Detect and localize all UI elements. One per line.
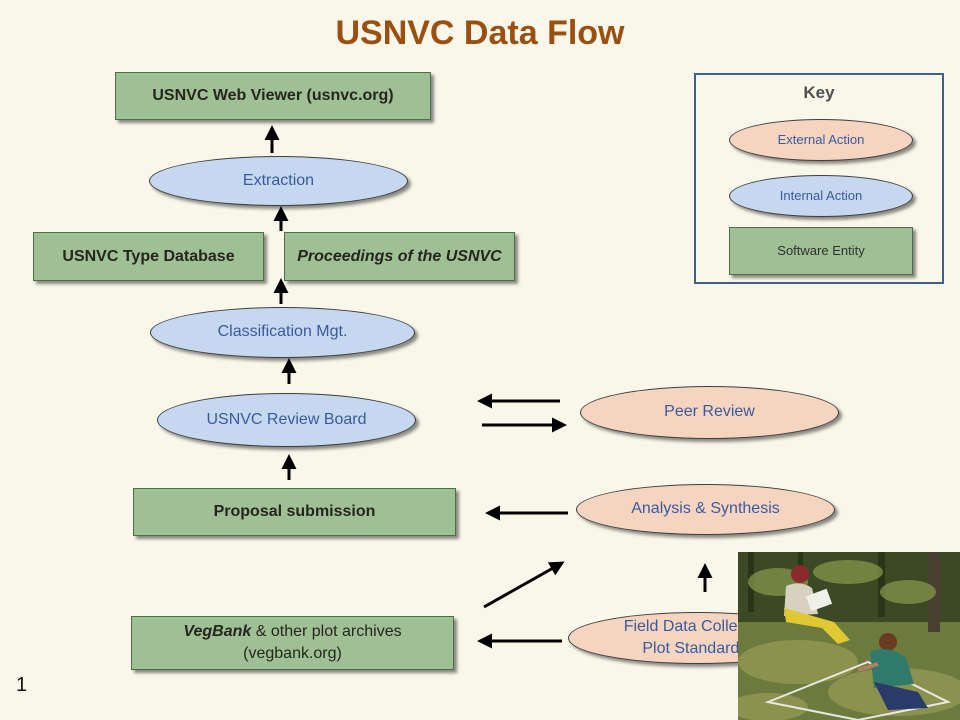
proceedings-box: Proceedings of the USNVC	[284, 232, 515, 281]
peer-review-label: Peer Review	[664, 403, 755, 421]
page-number: 1	[16, 674, 28, 696]
extraction-label: Extraction	[242, 171, 315, 189]
vegbank-name: VegBank	[183, 623, 252, 641]
usnvc-type-database-box: USNVC Type Database	[33, 232, 264, 281]
field-data-line2: Plot Standards)	[642, 640, 753, 657]
key-title: Key	[803, 83, 835, 102]
vegbank-rest: & other plot archives	[255, 623, 402, 641]
key-internal-label: Internal Action	[779, 187, 863, 203]
vegbank-url: (vegbank.org)	[243, 645, 342, 662]
peer-review-oval: Peer Review	[580, 386, 839, 439]
field-photo-image	[738, 552, 960, 720]
analysis-synthesis-oval: Analysis & Synthesis	[576, 484, 835, 535]
page-title: USNVC Data Flow	[335, 14, 625, 52]
review-board-oval: USNVC Review Board	[157, 393, 416, 447]
vegbank-box: VegBank & other plot archives (vegbank.o…	[131, 616, 454, 670]
usnvc-web-viewer-box: USNVC Web Viewer (usnvc.org)	[115, 72, 431, 120]
proposal-submission-box: Proposal submission	[133, 488, 456, 536]
usnvc-type-database-label: USNVC Type Database	[62, 247, 235, 265]
key-software-label: Software Entity	[777, 243, 865, 259]
key-legend: Key External Action Internal Action Soft…	[694, 73, 944, 284]
review-board-label: USNVC Review Board	[206, 410, 367, 428]
key-software-box: Software Entity	[729, 227, 913, 275]
classification-mgt-label: Classification Mgt.	[217, 323, 348, 341]
extraction-oval: Extraction	[149, 156, 408, 206]
analysis-synthesis-label: Analysis & Synthesis	[631, 500, 780, 518]
field-data-line1: Field Data Collection	[623, 617, 772, 635]
usnvc-web-viewer-label: USNVC Web Viewer (usnvc.org)	[152, 87, 394, 105]
key-internal-oval: Internal Action	[729, 175, 913, 217]
key-external-label: External Action	[777, 131, 865, 147]
proceedings-label: Proceedings of the USNVC	[297, 247, 502, 265]
key-external-oval: External Action	[729, 119, 913, 161]
arrow-vegbank-to-analysis	[483, 561, 565, 609]
classification-mgt-oval: Classification Mgt.	[150, 307, 415, 358]
proposal-submission-label: Proposal submission	[213, 503, 376, 521]
